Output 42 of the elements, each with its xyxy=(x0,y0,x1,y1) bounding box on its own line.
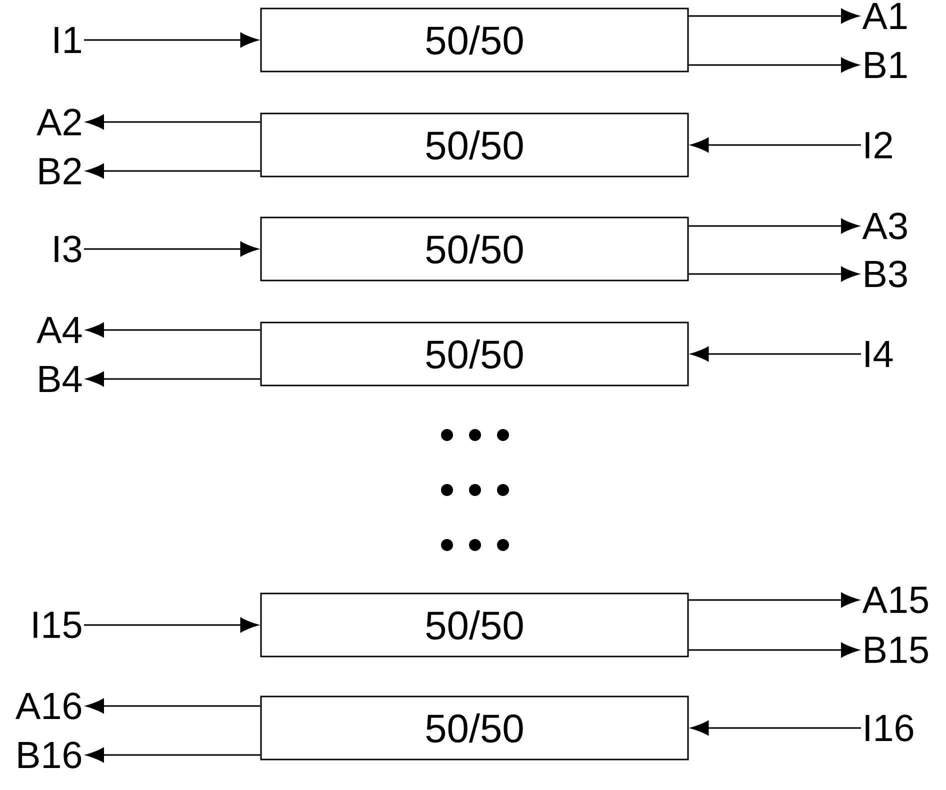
arrow xyxy=(688,218,859,234)
port-label: B4 xyxy=(40,366,82,392)
arrow xyxy=(688,58,859,72)
port-label: A3 xyxy=(862,212,907,240)
port-label: B15 xyxy=(865,636,928,664)
port-label: I1 xyxy=(54,26,81,54)
port-label: A4 xyxy=(36,316,82,344)
arrow xyxy=(688,592,859,608)
arrow xyxy=(690,346,861,362)
port-label: B2 xyxy=(40,158,81,184)
port-label: B3 xyxy=(865,260,907,288)
arrow xyxy=(86,322,260,338)
port-label: A2 xyxy=(36,108,81,136)
port-label: A1 xyxy=(862,2,907,30)
port-label: I3 xyxy=(54,236,82,262)
arrow xyxy=(86,748,260,762)
port-label: I16 xyxy=(866,714,914,742)
arrow xyxy=(690,720,861,736)
port-label: I2 xyxy=(866,132,892,158)
arrow xyxy=(86,698,260,714)
splitter-box: 50/50 xyxy=(260,8,689,72)
port-label: A15 xyxy=(862,586,928,614)
port-label: I4 xyxy=(866,340,893,368)
splitter-box: 50/50 xyxy=(260,322,689,386)
arrow xyxy=(86,114,260,130)
arrow xyxy=(86,164,260,178)
arrow xyxy=(688,266,859,282)
splitter-box: 50/50 xyxy=(260,112,689,178)
arrow xyxy=(84,242,258,256)
port-label: B1 xyxy=(865,52,907,78)
splitter-box: 50/50 xyxy=(260,592,689,658)
arrow xyxy=(86,372,260,386)
arrow xyxy=(688,642,859,658)
arrow xyxy=(84,618,258,632)
splitter-box: 50/50 xyxy=(260,696,689,760)
arrow xyxy=(688,8,859,24)
arrow xyxy=(84,32,258,48)
arrow xyxy=(690,138,861,152)
port-label: B16 xyxy=(18,742,82,768)
port-label: A16 xyxy=(16,692,82,720)
splitter-box: 50/50 xyxy=(260,216,689,282)
port-label: I15 xyxy=(34,612,82,638)
